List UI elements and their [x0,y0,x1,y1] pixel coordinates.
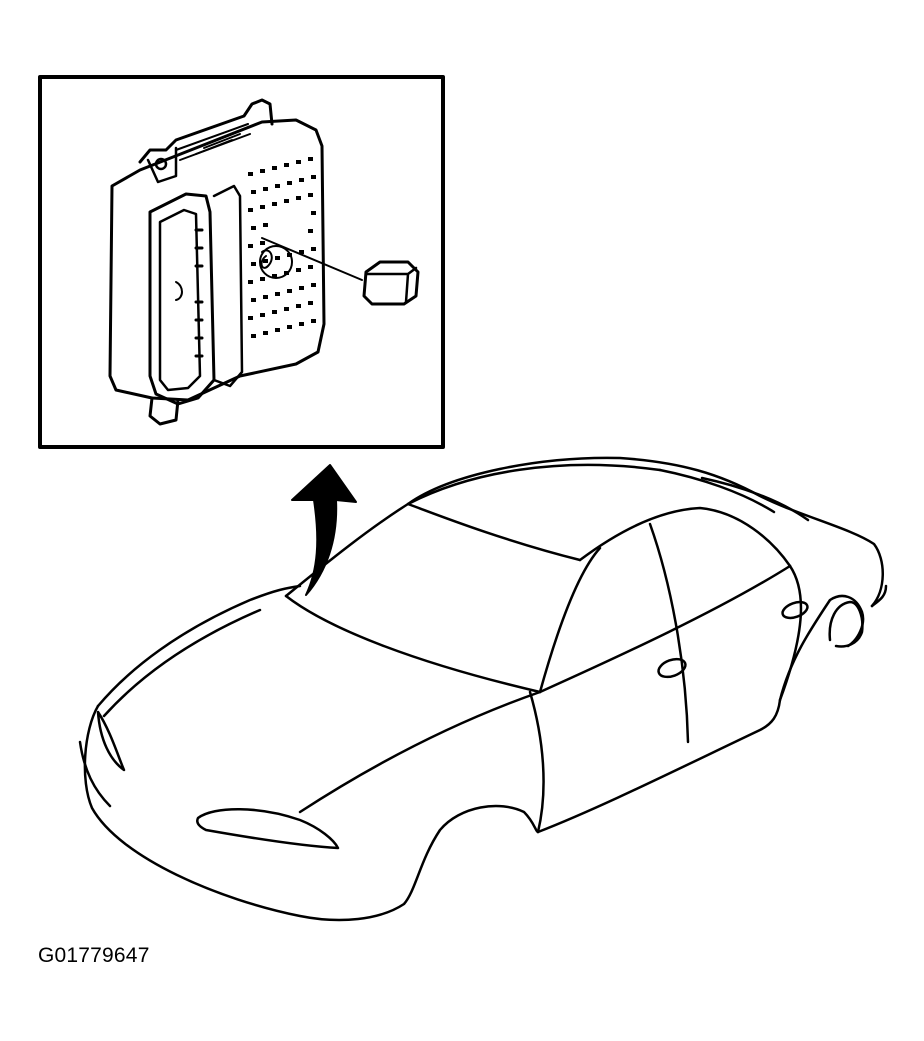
connector-pin [263,223,268,227]
inset-detail-view [38,75,445,449]
connector-pin [248,316,253,320]
connector-pin [275,328,280,332]
connector-pin [308,157,313,161]
connector-pin [311,175,316,179]
connector-pin [272,202,277,206]
connector-pin [263,331,268,335]
connector-pin [284,199,289,203]
connector-pin [296,268,301,272]
connector-pin [272,274,277,278]
connector-pin [308,265,313,269]
connector-pin [299,286,304,290]
connector-pin [299,322,304,326]
connector-pin [299,250,304,254]
connector-pin [311,247,316,251]
connector-pin [251,298,256,302]
connector-pin [248,244,253,248]
connector-pin [260,277,265,281]
connector-pin [260,205,265,209]
curved-arrow-icon [291,464,357,596]
connector-pin [311,211,316,215]
control-module-icon [108,98,326,426]
connector-pin [251,334,256,338]
connector-pin [260,169,265,173]
connector-pin [263,259,268,263]
connector-pin [251,262,256,266]
connector-pin [260,313,265,317]
connector-pin [284,163,289,167]
connector-pin-grid [248,157,316,338]
connector-pin [296,304,301,308]
connector-pin [296,160,301,164]
connector-pin [248,280,253,284]
connector-pin [308,301,313,305]
connector-pin [296,196,301,200]
connector-pin [275,292,280,296]
connector-pin [311,283,316,287]
figure-code: G01779647 [38,944,150,967]
connector-pin [275,184,280,188]
connector-pin [311,319,316,323]
connector-pin [308,229,313,233]
connector-pin [248,208,253,212]
connector-pin [260,241,265,245]
leader-line [261,237,363,281]
connector-pin [272,166,277,170]
connector-pin [287,289,292,293]
connector-pin [299,178,304,182]
connector-plug-icon [362,260,420,306]
connector-pin [251,190,256,194]
inset-frame [38,75,445,449]
connector-pin [263,295,268,299]
connector-pin [287,325,292,329]
connector-pin [287,181,292,185]
car-body-icon [78,456,888,922]
connector-pin [263,187,268,191]
connector-pin [308,193,313,197]
connector-pin [248,172,253,176]
connector-pin [275,256,280,260]
connector-pin [251,226,256,230]
connector-pin [284,307,289,311]
connector-pin [272,310,277,314]
